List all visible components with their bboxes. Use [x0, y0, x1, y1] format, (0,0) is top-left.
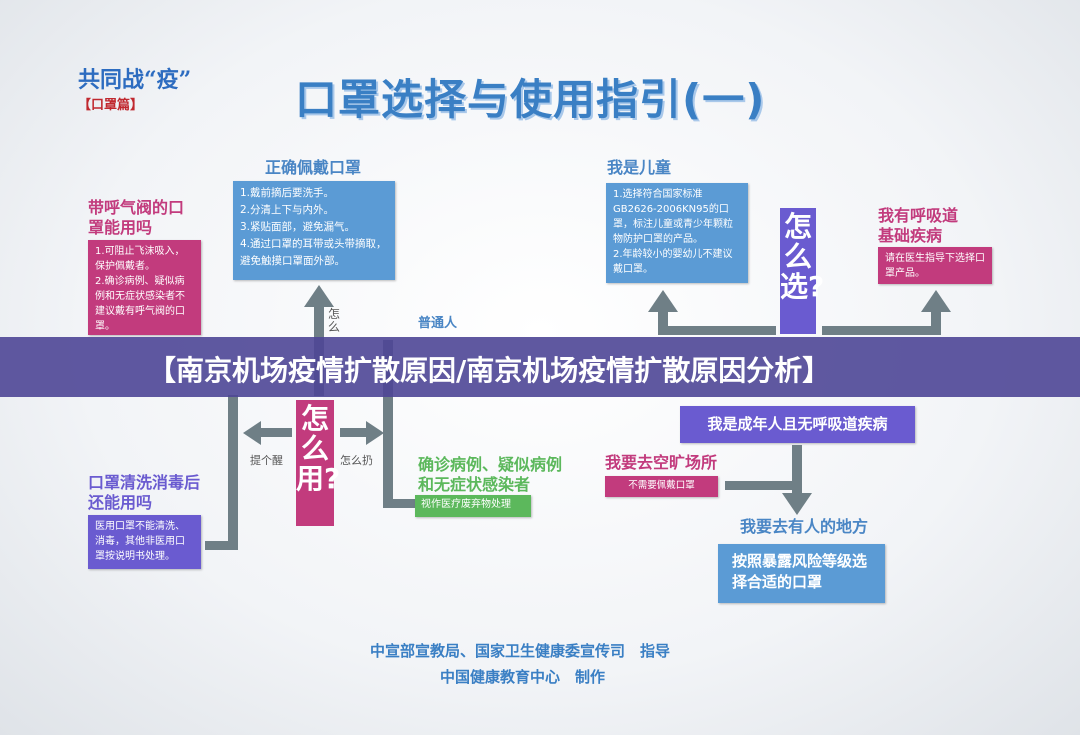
crowd-box: 按照暴露风险等级选择合适的口罩 [718, 544, 885, 603]
dispose-label: 怎么扔 [340, 454, 373, 467]
connector [228, 395, 238, 550]
connector [383, 499, 416, 508]
correct-item: 4.通过口罩的耳带或头带摘取，避免触摸口罩面外部。 [240, 238, 387, 267]
child-item: 1.选择符合国家标准GB2626-2006KN95的口罩，标注儿童或青少年颗粒物… [613, 189, 733, 245]
headline-banner: 【南京机场疫情扩散原因/南京机场疫情扩散原因分析】 [0, 337, 1080, 397]
connector [931, 310, 941, 335]
adult-box: 我是成年人且无呼吸道疾病 [680, 406, 915, 443]
wash-heading: 口罩清洗消毒后还能用吗 [88, 473, 213, 513]
how-to-use-label: 怎么用? [296, 400, 340, 526]
remind-label: 提个醒 [250, 454, 283, 467]
page-title: 口罩选择与使用指引(一) [295, 75, 766, 124]
correct-item: 2.分清上下与内外。 [240, 204, 335, 216]
child-box: 1.选择符合国家标准GB2626-2006KN95的口罩，标注儿童或青少年颗粒物… [606, 183, 748, 283]
crowd-text: 按照暴露风险等级选择合适的口罩 [732, 552, 868, 591]
arrow-left-icon [243, 421, 261, 445]
correct-heading: 正确佩戴口罩 [265, 158, 362, 177]
wash-heading-text: 口罩清洗消毒后还能用吗 [88, 473, 201, 512]
footer-producer: 中国健康教育中心 制作 [440, 668, 606, 686]
connector [260, 428, 292, 437]
wash-box: 医用口罩不能清洗、消毒，其他非医用口罩按说明书处理。 [88, 515, 201, 569]
infected-box: 视作医疗废弃物处理 [415, 495, 531, 517]
arrow-up-icon [304, 285, 334, 307]
connector [792, 445, 802, 495]
logo: 共同战“疫” 【口罩篇】 [78, 62, 213, 113]
connector [658, 310, 668, 335]
correct-item: 3.紧贴面部，避免漏气。 [240, 221, 356, 233]
infected-heading-text: 确诊病例、疑似病例和无症状感染者 [418, 455, 563, 494]
crowd-heading: 我要去有人的地方 [740, 517, 869, 536]
arrow-up-icon [648, 290, 678, 312]
infected-heading: 确诊病例、疑似病例和无症状感染者 [418, 455, 573, 495]
ordinary-heading: 普通人 [418, 316, 458, 331]
valve-box: 1.可阻止飞沫吸入，保护佩戴者。 2.确诊病例、疑似病例和无症状感染者不建议戴有… [88, 240, 201, 335]
valve-heading: 带呼气阀的口罩能用吗 [88, 198, 188, 238]
logo-title: 共同战“疫” [78, 67, 192, 93]
disease-heading: 我有呼吸道基础疾病 [878, 206, 968, 246]
connector [725, 481, 800, 490]
arrow-up-icon [921, 290, 951, 312]
small-label: 怎么 [328, 307, 341, 334]
disease-box: 请在医生指导下选择口罩产品。 [878, 247, 992, 284]
correct-box: 1.戴前摘后要洗手。 2.分清上下与内外。 3.紧贴面部，避免漏气。 4.通过口… [233, 181, 395, 280]
child-item: 2.年龄较小的婴幼儿不建议戴口罩。 [613, 249, 733, 275]
valve-item: 2.确诊病例、疑似病例和无症状感染者不建议戴有呼气阀的口罩。 [95, 276, 185, 332]
connector [383, 340, 393, 508]
valve-heading-text: 带呼气阀的口罩能用吗 [88, 198, 185, 237]
how-to-choose-label: 怎么选? [780, 208, 824, 334]
logo-subtitle: 【口罩篇】 [78, 98, 144, 113]
arrow-right-icon [366, 421, 384, 445]
disease-heading-text: 我有呼吸道基础疾病 [878, 206, 959, 245]
connector [205, 541, 238, 550]
valve-item: 1.可阻止飞沫吸入，保护佩戴者。 [95, 246, 185, 272]
arrow-down-icon [782, 493, 812, 515]
connector [658, 326, 776, 335]
footer-guidance: 中宣部宣教局、国家卫生健康委宣传司 指导 [370, 642, 671, 660]
connector [340, 428, 368, 437]
connector [822, 326, 941, 335]
headline-text: 【南京机场疫情扩散原因/南京机场疫情扩散原因分析】 [148, 354, 831, 387]
correct-item: 1.戴前摘后要洗手。 [240, 187, 335, 199]
child-heading: 我是儿童 [607, 158, 672, 177]
open-heading: 我要去空旷场所 [605, 453, 718, 472]
open-box: 不需要佩戴口罩 [605, 476, 718, 497]
